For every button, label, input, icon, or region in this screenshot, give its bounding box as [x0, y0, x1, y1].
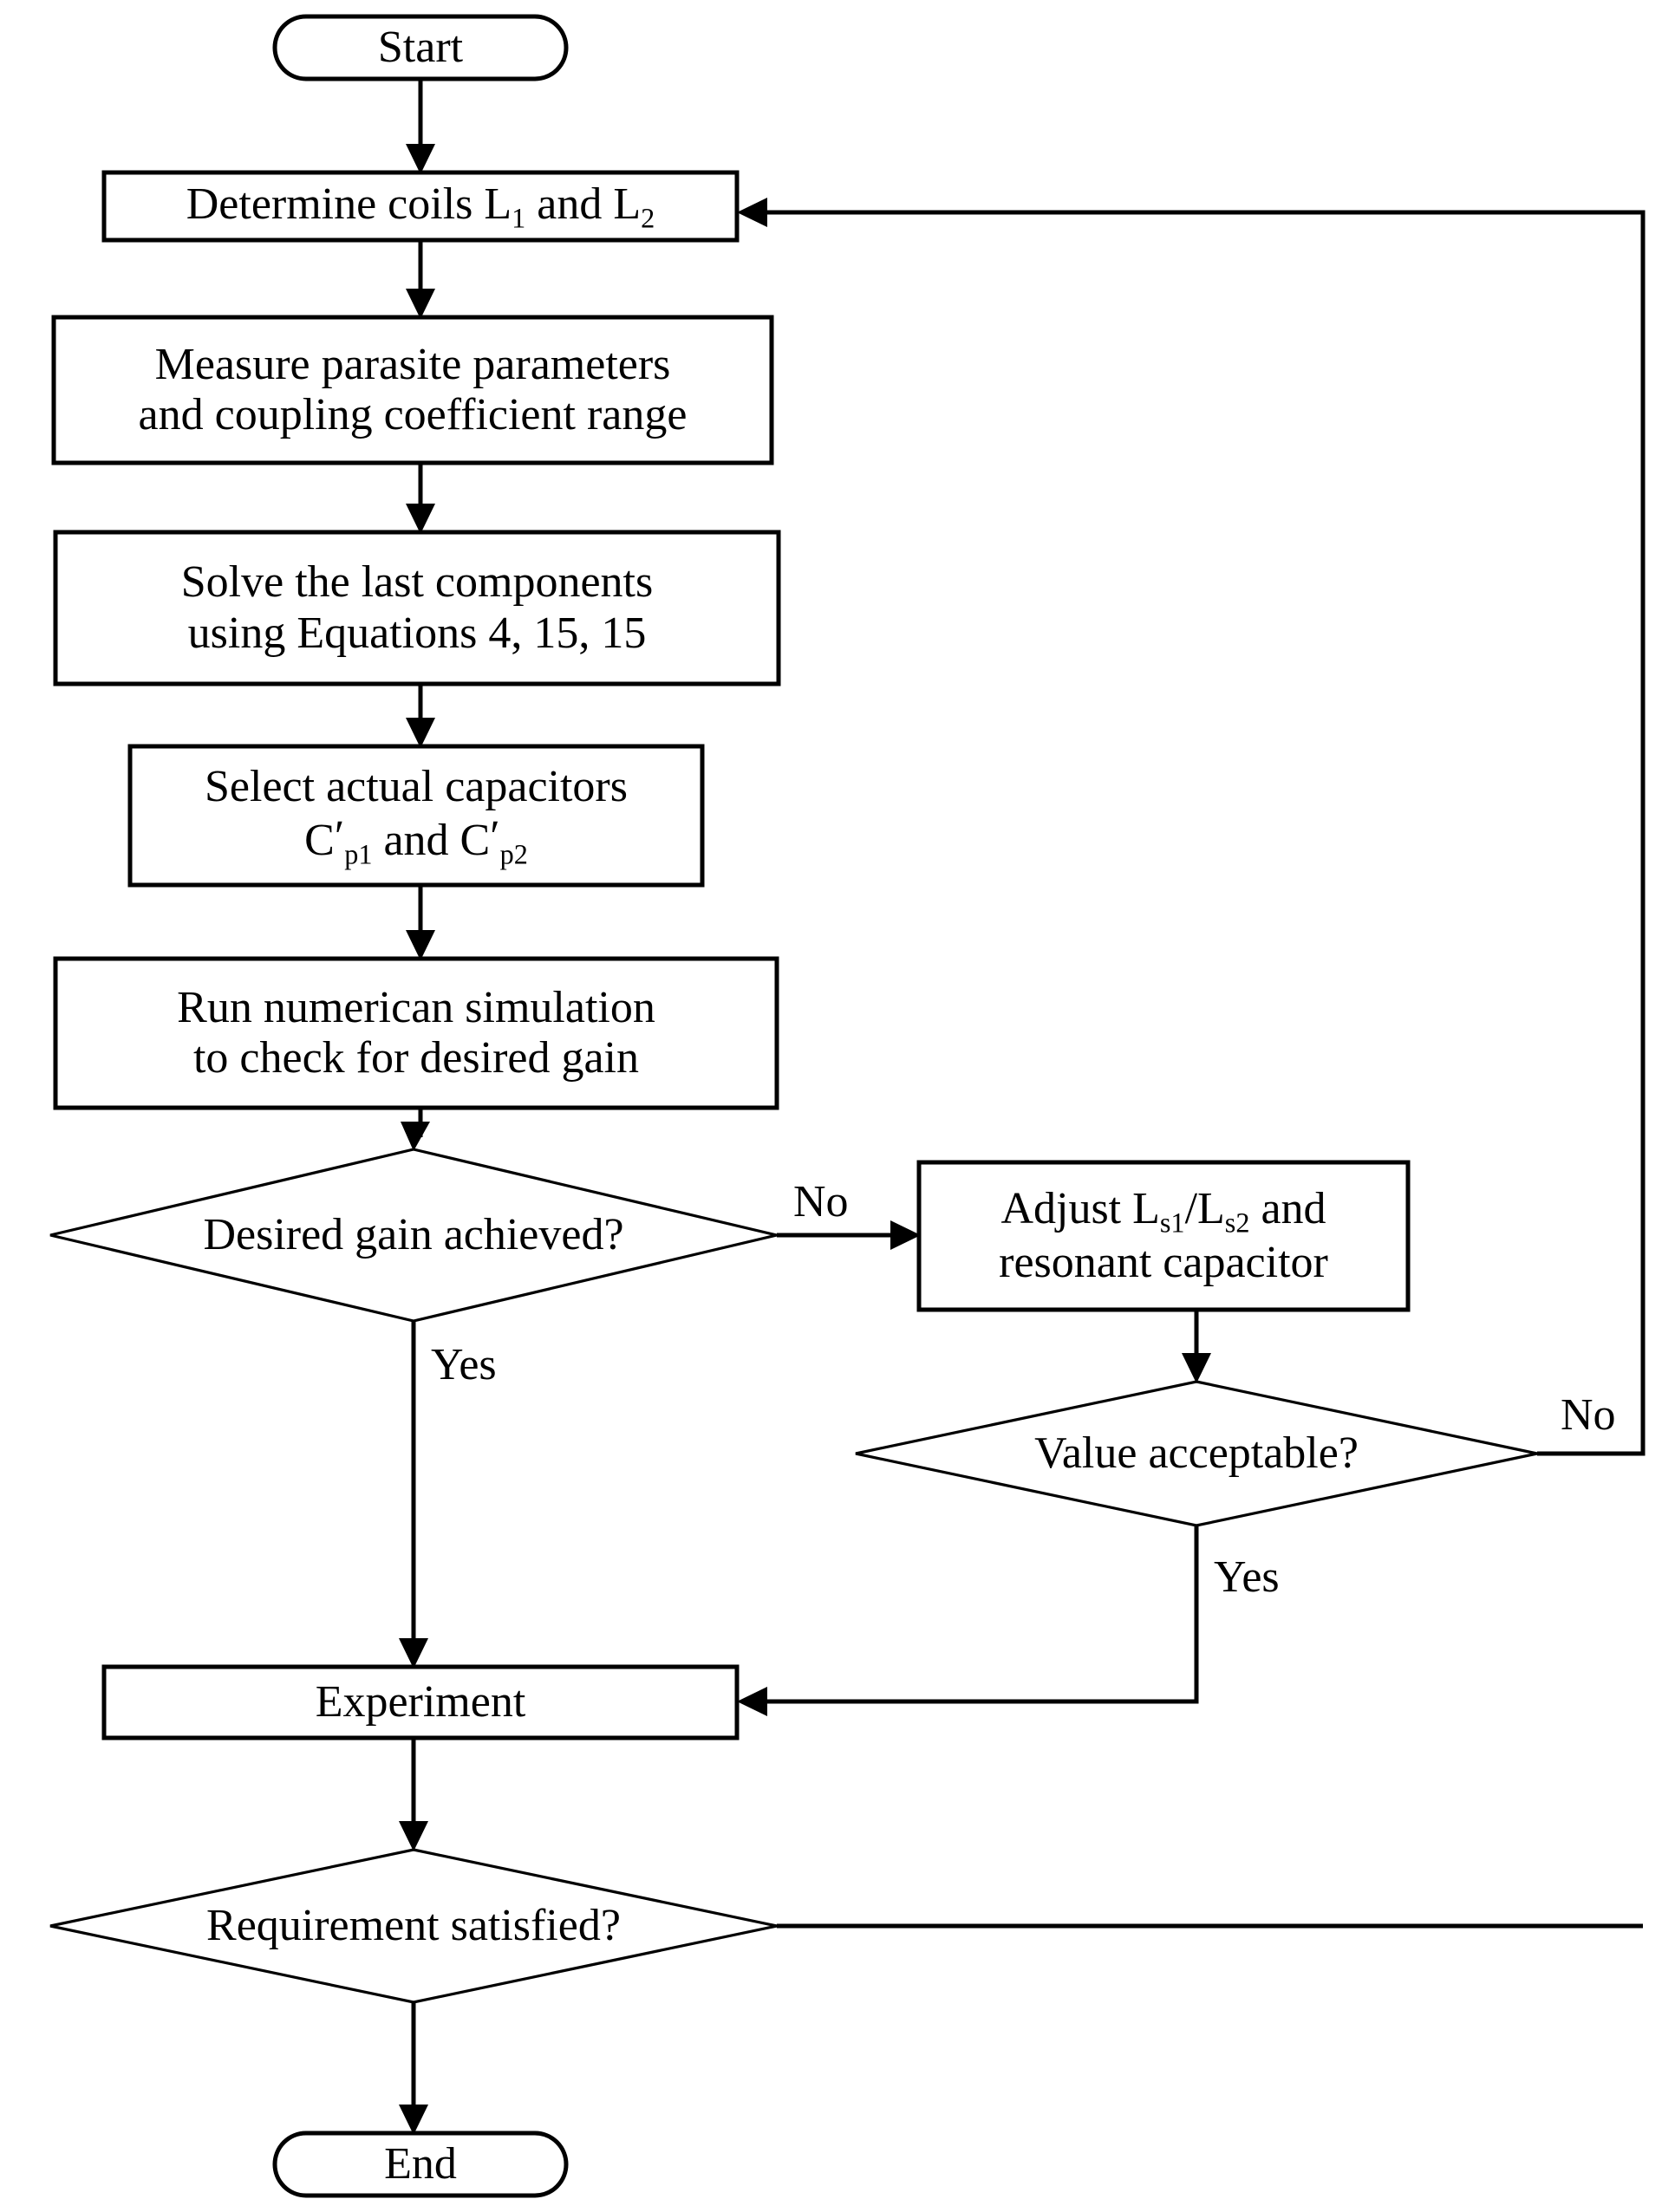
shape-requirement-satisfied[interactable] — [49, 1848, 778, 2004]
edge-desired-gain-yes-to-experiment — [399, 1321, 428, 1669]
shape-experiment[interactable] — [101, 1664, 740, 1740]
shape-measure-parasite[interactable] — [51, 315, 774, 465]
edge-value-acceptable-yes-to-experiment — [737, 1526, 1199, 1716]
shape-value-acceptable[interactable] — [855, 1380, 1538, 1527]
edge-run-to-desired-gain — [401, 1108, 430, 1151]
shape-start[interactable] — [272, 14, 569, 81]
shape-end[interactable] — [272, 2131, 569, 2198]
edge-solve-to-select — [406, 684, 435, 748]
shape-solve-components[interactable] — [53, 530, 781, 686]
edge-adjust-to-value-acceptable — [1182, 1310, 1211, 1383]
edge-value-acceptable-no-to-determine-coils — [737, 198, 1646, 1456]
edge-measure-to-solve — [406, 463, 435, 534]
edge-start-to-determine-coils — [406, 79, 435, 174]
shape-adjust-ls[interactable] — [916, 1160, 1411, 1312]
edge-determine-coils-to-measure — [406, 240, 435, 319]
shape-desired-gain[interactable] — [49, 1148, 778, 1323]
edge-select-to-run — [406, 885, 435, 960]
edge-requirement-to-end — [399, 2002, 428, 2135]
edge-experiment-to-requirement — [399, 1738, 428, 1851]
edge-desired-gain-no-to-adjust — [777, 1220, 921, 1250]
shape-run-simulation[interactable] — [53, 956, 779, 1110]
shape-determine-coils[interactable] — [101, 170, 740, 243]
shape-select-capacitors[interactable] — [127, 744, 705, 888]
